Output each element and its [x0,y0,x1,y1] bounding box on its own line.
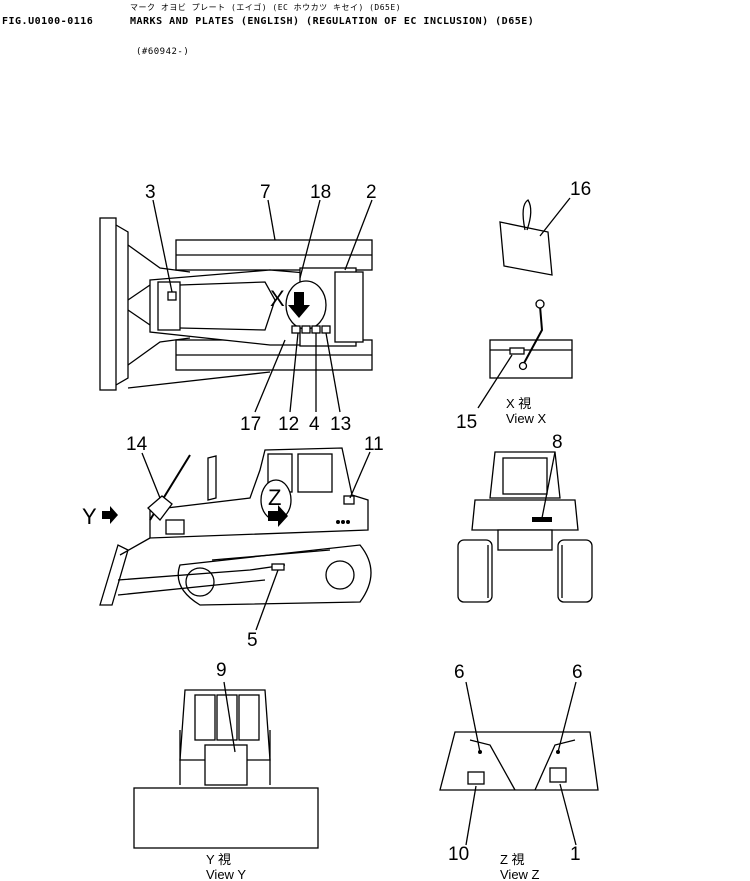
view-z-arrow [268,505,288,527]
front-blade [133,787,319,849]
callout-2: 2 [366,182,377,203]
callout-9: 9 [216,660,227,681]
callout-11: 11 [364,434,384,455]
callout-14: 14 [126,434,148,455]
view-z-caption-jp: Z 視 [500,852,525,867]
callout-10: 10 [448,844,469,865]
plate-3-marker [167,291,177,301]
view-z-caption: View Z [500,867,540,881]
tag-drawing [499,197,571,276]
view-y-caption: View Y [206,867,246,881]
plate-8 [532,517,552,522]
blade [99,217,117,391]
view-x-caption-jp: X 視 [506,396,531,411]
serial-range: (#60942-) [136,47,190,57]
view-z-drawing [439,681,599,846]
tag-plate-16 [499,221,553,276]
view-x-drawing [477,299,573,409]
side-view-drawing: Z Y [82,447,372,631]
callout-17: 17 [240,414,261,435]
side-blade [99,544,129,606]
view-x-caption: View X [506,411,547,426]
callout-12: 12 [278,414,299,435]
callout-16: 16 [570,179,591,200]
plate-10 [467,771,485,785]
view-y-arrow [102,506,118,524]
callout-18: 18 [310,182,331,203]
japanese-title: マーク オヨビ プレート (エイゴ) (EC ホウカツ キセイ) (D65E) [130,3,402,12]
plate-1 [549,767,567,783]
view-x-label: X [270,286,285,311]
callout-15: 15 [456,412,477,433]
callout-1: 1 [570,844,581,865]
figure-number: FIG.U0100-0116 [2,16,94,27]
callout-5: 5 [247,630,258,651]
view-y-marker: Y [82,504,97,529]
diagram-title: MARKS AND PLATES (ENGLISH) (REGULATION O… [130,16,535,27]
side-track [177,544,372,606]
callout-7: 7 [260,182,271,203]
view-y-drawing [133,681,319,849]
rear-view-drawing [457,451,593,603]
top-view-drawing: X [99,199,373,413]
view-x-arrow [288,292,310,318]
callout-6-left: 6 [454,662,465,683]
plate-15 [509,347,525,355]
callout-13: 13 [330,414,351,435]
callout-3: 3 [145,182,156,203]
callout-4: 4 [309,414,320,435]
callout-6-right: 6 [572,662,583,683]
view-z-marker: Z [268,485,281,510]
callout-8: 8 [552,432,563,453]
view-y-caption-jp: Y 視 [206,852,231,867]
